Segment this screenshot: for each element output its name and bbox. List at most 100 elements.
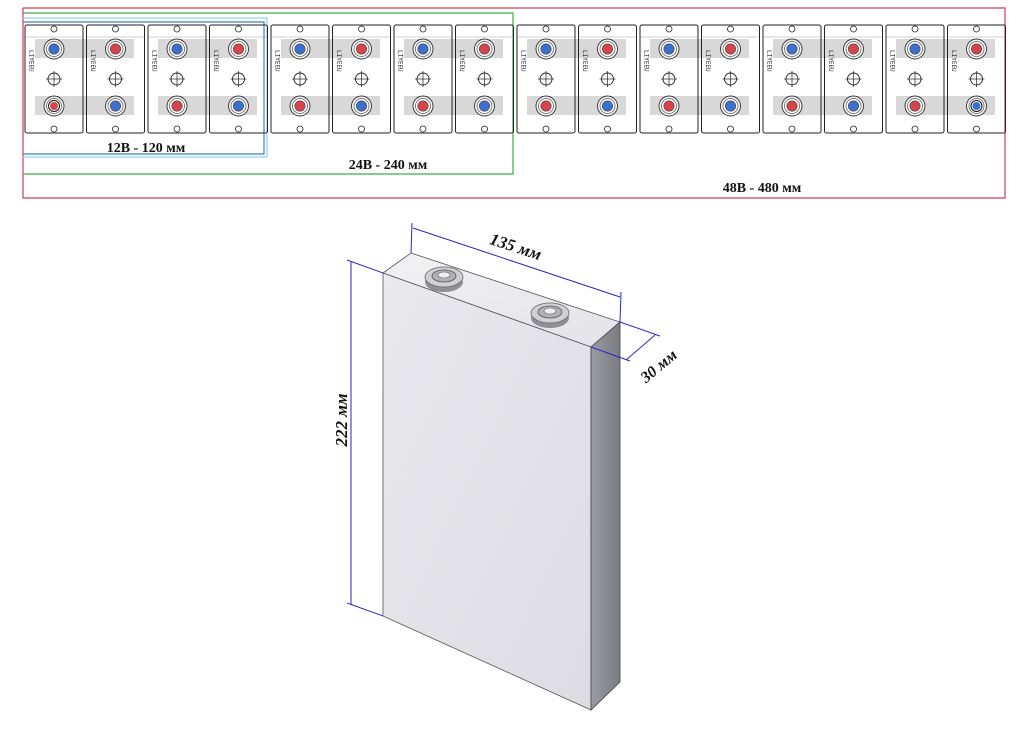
cell-brand-label: LIYEEU [643,50,650,72]
cell-outline [947,24,1006,134]
cell-vent-bottom [850,125,857,133]
battery-cell: LIYEEU [947,24,1006,134]
cell-outline [332,24,391,134]
terminal-bolt [847,100,859,112]
cell-vent-bottom [911,125,919,133]
cell-vent-bottom [296,125,304,133]
cell-vent-top [604,25,611,33]
terminal-bolt [847,43,859,55]
label-24v: 24В - 240 мм [349,158,428,173]
terminal-bolt [663,43,675,55]
cell-outline [393,24,453,134]
cell-vent-top [112,25,119,33]
cell-brand-label: LIYEEU [581,50,588,72]
terminal-bolt [909,43,921,55]
cell-outline [762,24,822,134]
cell-vent-bottom [358,125,365,133]
cell-vent-top [542,25,550,33]
terminal-bolt [233,100,245,112]
battery-cell: LIYEEU [86,24,145,134]
battery-cell: LIYEEU [578,24,637,134]
cell-brand-label: LIYEEU [28,50,35,72]
terminal-bolt [724,100,736,112]
terminal-right [530,302,570,328]
terminal-bolt [724,43,736,55]
battery-cell: LIYEEU [455,24,514,134]
terminal-left [424,266,464,292]
cell-vent-top [50,25,58,33]
terminal-bolt [294,100,306,112]
terminal-bolt [171,43,183,55]
cell-outline [885,24,945,134]
cell-vent-top [173,25,181,33]
battery-cell: LIYEEU [516,24,576,134]
terminal-main [49,101,59,111]
cell-vent-bottom [973,125,980,133]
cell-outline [209,24,268,134]
cell-vent-bottom [235,125,242,133]
battery-cell: LIYEEU [701,24,760,134]
terminal-bolt [786,43,798,55]
cell-vent-top [911,25,919,33]
terminal-bolt [601,100,613,112]
cell-outline [455,24,514,134]
cell-brand-label: LIYEEU [397,50,404,72]
bracket-12v-inner [23,21,265,155]
terminal-bolt [355,100,367,112]
cell-vent-top [481,25,488,33]
battery-cell: LIYEEU [147,24,207,134]
dimension-width-label: 135 мм [488,230,545,265]
cell-outline [701,24,760,134]
battery-cell: LIYEEU [393,24,453,134]
battery-cell: LIYEEU [270,24,330,134]
cell-brand-label: LIYEEU [89,50,96,72]
cell-outline [270,24,330,134]
terminal-bolt [601,43,613,55]
terminal-bolt [909,100,921,112]
cell-vent-top [235,25,242,33]
cell-vent-bottom [173,125,181,133]
cell-outline [578,24,637,134]
cell-side-face [590,321,621,711]
terminal-bolt [478,100,490,112]
terminal-bolt [294,43,306,55]
terminal-bolt [48,43,60,55]
cell-outline [516,24,576,134]
cell-vent-bottom [50,125,58,133]
battery-cell: LIYEEU [209,24,268,134]
cell-vent-bottom [727,125,734,133]
cell-brand-label: LIYEEU [766,50,773,72]
battery-cell: LIYEEU [885,24,945,134]
cell-vent-top [419,25,427,33]
cell-vent-top [296,25,304,33]
cell-outline [147,24,207,134]
label-12v: 12В - 120 мм [107,141,186,156]
battery-cell-3d: 135 мм 30 мм 222 мм [332,222,681,711]
terminal-bolt [786,100,798,112]
terminal-bolt [110,43,122,55]
cell-brand-label: LIYEEU [827,50,834,72]
terminal-bolt [970,43,982,55]
terminal-bolt [663,100,675,112]
cell-vent-bottom [788,125,796,133]
cell-vent-bottom [604,125,611,133]
battery-cell: LIYEEU [824,24,883,134]
cell-vent-bottom [112,125,119,133]
terminal-bolt [233,43,245,55]
battery-cell: LIYEEU [762,24,822,134]
cell-outline [86,24,145,134]
terminal-bolt [540,100,552,112]
cell-vent-top [788,25,796,33]
cell-brand-label: LIYEEU [151,50,158,72]
cell-vent-bottom [542,125,550,133]
dimension-height-label: 222 мм [332,393,351,447]
terminal-bolt [478,43,490,55]
terminal-bolt [540,43,552,55]
cell-outline [824,24,883,134]
cell-vent-bottom [665,125,673,133]
cell-brand-label: LIYEEU [458,50,465,72]
cell-brand-label: LIYEEU [520,50,527,72]
